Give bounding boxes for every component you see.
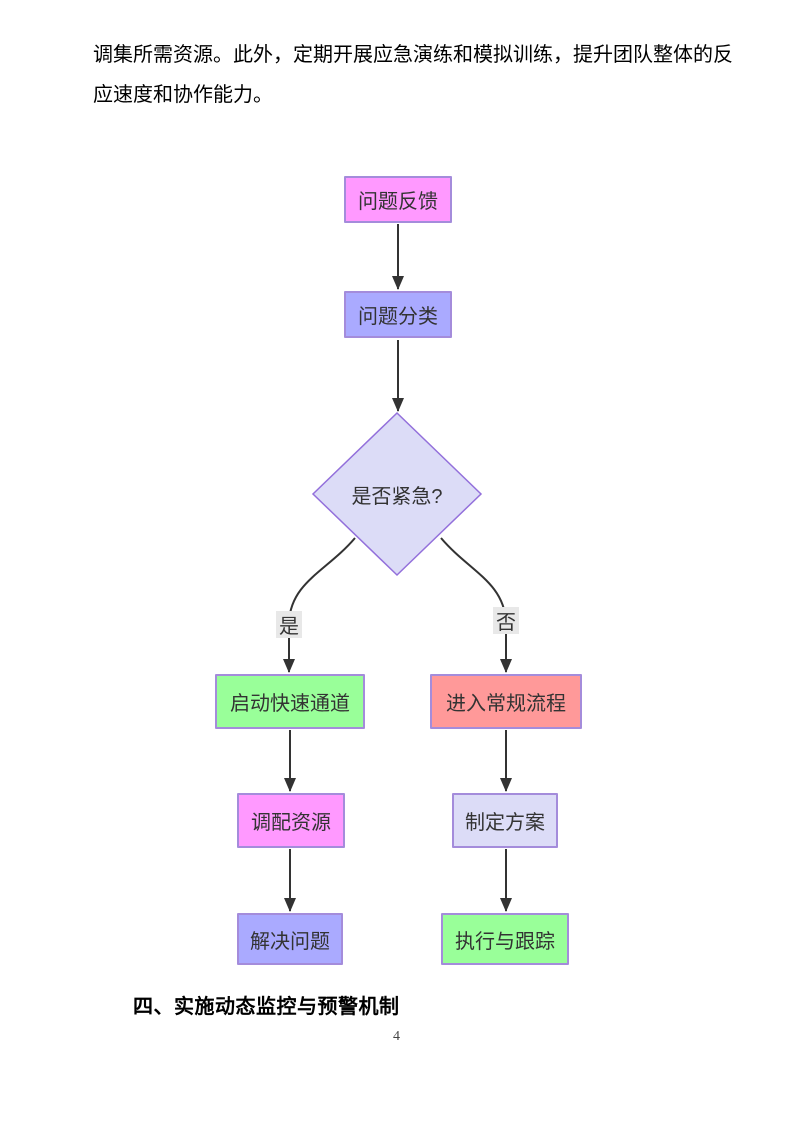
decision-diamond-shape [311,411,483,577]
edge-label-no: 否 [493,607,519,634]
node-allocate-resources: 调配资源 [237,793,345,848]
node-make-plan: 制定方案 [452,793,558,848]
node-regular-process: 进入常规流程 [430,674,582,729]
node-problem-classify: 问题分类 [344,291,452,338]
edge-urgent-yes-fast [283,537,356,673]
node-fast-track: 启动快速通道 [215,674,365,729]
body-paragraph: 调集所需资源。此外，定期开展应急演练和模拟训练，提升团队整体的反 应速度和协作能… [93,35,733,115]
paragraph-line-2: 应速度和协作能力。 [93,84,273,106]
node-solve-problem: 解决问题 [237,913,343,965]
decision-urgent-label: 是否紧急? [351,485,443,508]
node-problem-feedback: 问题反馈 [344,176,452,223]
section-heading: 四、实施动态监控与预警机制 [133,996,400,1018]
page-number: 4 [393,1029,400,1044]
edge-urgent-no-regular [440,537,512,673]
node-execute-track: 执行与跟踪 [441,913,569,965]
paragraph-line-1: 调集所需资源。此外，定期开展应急演练和模拟训练，提升团队整体的反 [93,44,733,66]
edge-label-yes: 是 [276,611,302,638]
